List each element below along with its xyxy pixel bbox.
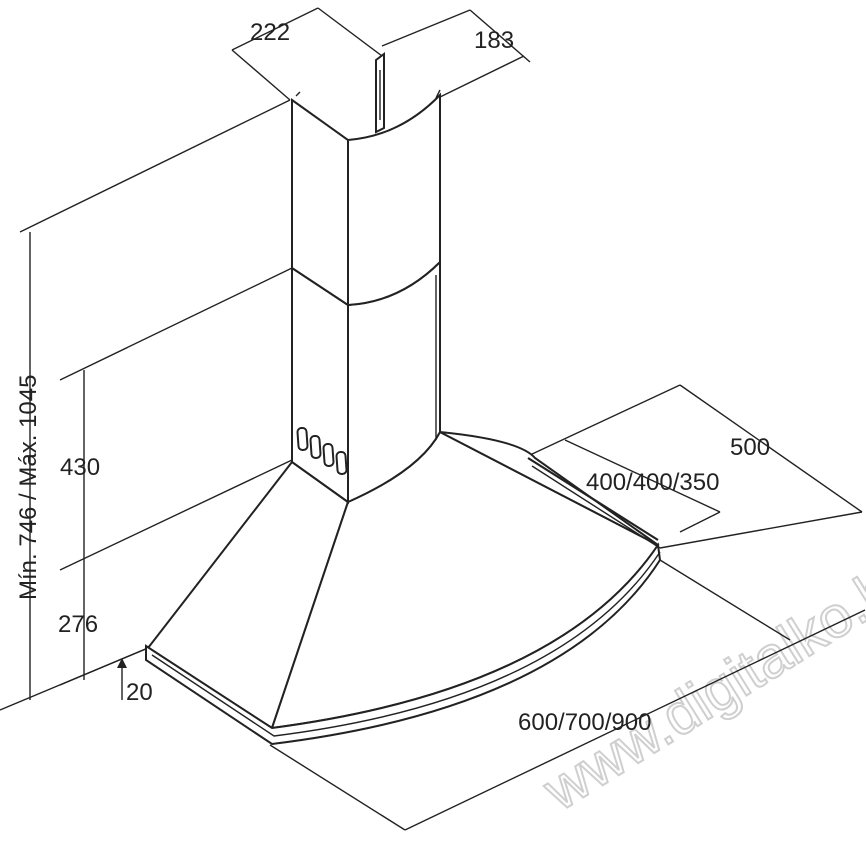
button-1-icon [296, 426, 309, 451]
chimney-upper-front [347, 92, 441, 307]
hood-rim [145, 457, 662, 746]
lower-extension-line [59, 647, 149, 686]
canopy-top-face [439, 431, 659, 546]
front-width-dim-line [404, 609, 866, 831]
width-dim-line [231, 7, 319, 51]
upper-extension-line [59, 267, 293, 381]
front-ext-left [269, 744, 406, 831]
front-widths-label: 600/700/900 [518, 709, 651, 736]
front-ext-right [659, 559, 791, 641]
side-width-ext [679, 511, 721, 533]
rim-inner-line [151, 551, 661, 737]
depth-label: 500 [730, 434, 770, 461]
chimney-upper-left [291, 98, 349, 307]
depth-500-ext-back [529, 384, 681, 456]
width-ext-right [317, 7, 383, 57]
button-4-icon [335, 450, 348, 475]
chimney-width-label: 222 [250, 19, 290, 46]
dimension-lines [0, 7, 866, 831]
chimney-depth-label: 183 [474, 27, 514, 54]
chimney-corner-right [435, 89, 441, 99]
side-rim [527, 457, 659, 541]
rim-arrow-icon [117, 658, 127, 668]
width-ext-left [231, 49, 291, 101]
side-width-dim-line [564, 439, 721, 513]
rim-height-label: 20 [126, 679, 153, 706]
chimney [291, 52, 441, 504]
depth-500-ext-front [659, 511, 863, 549]
side-widths-label: 400/400/350 [586, 469, 719, 496]
front-rim [145, 542, 662, 746]
control-buttons [296, 426, 348, 475]
button-2-icon [309, 434, 322, 459]
middle-extension-line [59, 459, 293, 571]
depth-ext-top [381, 9, 471, 47]
depth-dim-line [437, 55, 525, 99]
total-height-label: Mín. 746 / Máx. 1045 [15, 375, 42, 600]
hood-canopy [146, 430, 660, 730]
side-rim-inner [531, 465, 661, 549]
depth-ext-right [469, 9, 531, 63]
button-3-icon [322, 442, 335, 467]
height-upper-label: 430 [60, 454, 100, 481]
depth-500-dim-line [679, 384, 863, 513]
top-extension-line [19, 99, 291, 233]
height-lower-label: 276 [58, 611, 98, 638]
chimney-corner [295, 91, 301, 97]
